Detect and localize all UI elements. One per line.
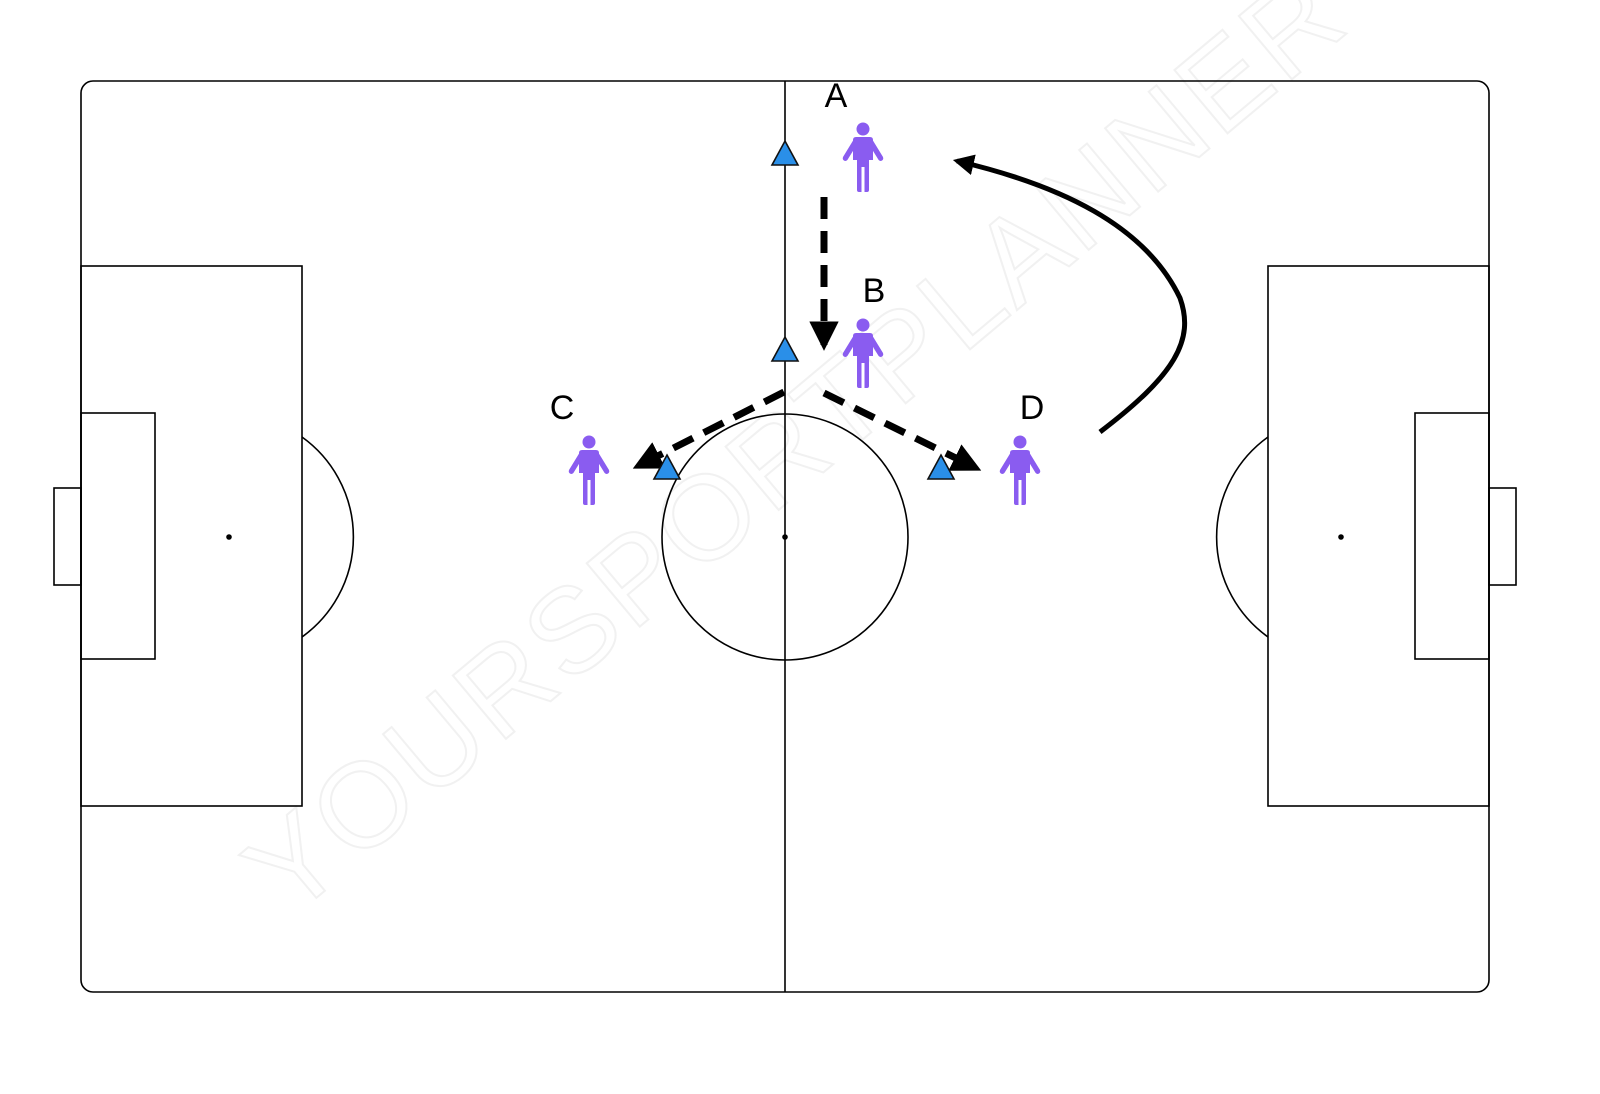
left-penalty-area — [80, 265, 303, 807]
center-circle — [661, 413, 909, 661]
cone-icon — [770, 139, 800, 166]
player-label-d: D — [1020, 389, 1045, 427]
pass-b-to-c-arrow — [632, 388, 786, 470]
center-spot — [782, 534, 788, 540]
pass-b-to-d-arrow — [822, 389, 982, 472]
left-penalty-arc — [301, 436, 355, 638]
cone-icon — [770, 335, 800, 362]
watermark-text: YOURSPORTPLANNER — [221, 0, 1371, 940]
right-penalty-spot — [1338, 534, 1344, 540]
player-label-c: C — [550, 389, 575, 427]
cones — [652, 139, 956, 480]
left-penalty-spot — [226, 534, 232, 540]
right-penalty-area — [1267, 265, 1490, 807]
movement-arrows — [632, 154, 1188, 472]
player-icon — [842, 122, 884, 192]
right-penalty-arc — [1215, 436, 1269, 638]
cone-icon — [926, 453, 956, 480]
player-label-b: B — [863, 272, 886, 310]
right-goal — [1488, 487, 1517, 586]
right-goal-area — [1414, 412, 1490, 660]
left-goal — [53, 487, 82, 586]
pitch-markings — [53, 80, 1517, 993]
player-icon — [568, 435, 610, 505]
cone-icon — [652, 453, 682, 480]
run-d-to-a-arrow — [952, 154, 1188, 434]
left-goal-area — [80, 412, 156, 660]
player-label-a: A — [825, 77, 848, 115]
player-icon — [999, 435, 1041, 505]
